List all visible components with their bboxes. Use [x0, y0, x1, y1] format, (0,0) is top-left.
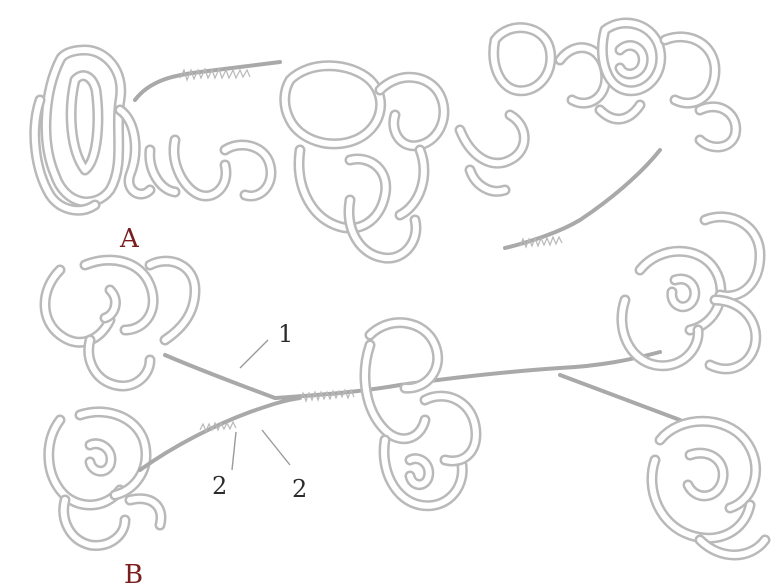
figure-a-coil-right [494, 23, 736, 147]
label-marker-2-right: 2 [292, 475, 307, 503]
figure-b-axon-lower [140, 398, 300, 470]
figure-b-axon-branch [560, 375, 680, 420]
figure-b-coil-lower-right [652, 421, 765, 555]
figure-b-coil-upper-right [622, 217, 760, 369]
figure-b [45, 217, 765, 555]
marker-2-right-leader [262, 430, 290, 465]
marker-2-left-leader [232, 432, 236, 470]
figure-a-axon [135, 62, 280, 100]
figure-b-coil-center [365, 323, 476, 506]
figure-a-branch [505, 150, 660, 248]
figure-b-axon-upper [165, 355, 275, 398]
label-marker-2-left: 2 [212, 472, 227, 500]
label-marker-1: 1 [278, 320, 293, 348]
figure-a-coil-left [35, 50, 150, 210]
label-b: B [124, 560, 143, 587]
figure-b-coil-lower-left [49, 412, 161, 546]
figure-b-coil-upper-left [45, 260, 195, 386]
figure-a-coil-middle [150, 66, 524, 258]
figure-a [35, 23, 736, 258]
label-a: A [119, 224, 140, 254]
marker-1-leader [240, 340, 268, 368]
